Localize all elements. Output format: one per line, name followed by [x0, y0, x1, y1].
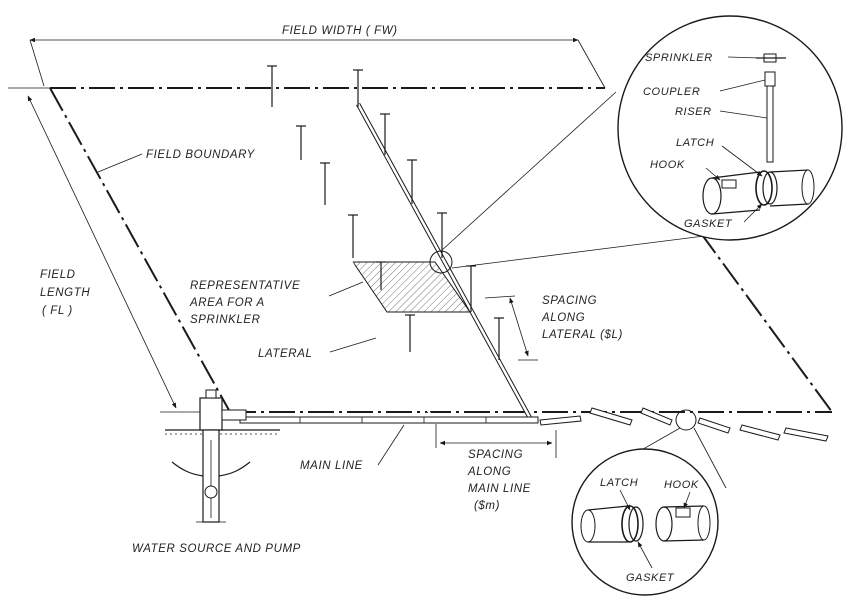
- svg-text:($m): ($m): [474, 500, 500, 512]
- riser: [376, 261, 386, 290]
- sprinkler-risers-lateral-1: [267, 65, 415, 352]
- field-length-label: FIELD LENGTH ( FL ): [40, 269, 90, 317]
- lateral-label: LATERAL: [258, 348, 312, 360]
- riser: [296, 125, 306, 160]
- svg-text:ALONG: ALONG: [541, 312, 585, 324]
- riser: [407, 159, 417, 204]
- detail-bottom-hook-label: HOOK: [664, 479, 699, 491]
- svg-text:ALONG: ALONG: [467, 466, 511, 478]
- svg-text:LATERAL ($L): LATERAL ($L): [542, 329, 623, 341]
- main-line-pipe: [239, 416, 539, 424]
- label-leaders: [97, 153, 405, 466]
- svg-text:LENGTH: LENGTH: [40, 287, 90, 299]
- representative-area-label: REPRESENTATIVE AREA FOR A SPRINKLER: [189, 280, 300, 326]
- detail-latch-label: LATCH: [676, 137, 714, 149]
- coupler-detail-bottom: [571, 448, 719, 596]
- svg-text:REPRESENTATIVE: REPRESENTATIVE: [190, 280, 300, 292]
- lateral-pipe-2: [356, 102, 532, 420]
- field-boundary-label: FIELD BOUNDARY: [146, 149, 256, 161]
- coupler-pipe: [702, 169, 815, 215]
- field-width-dimension: [29, 37, 606, 89]
- detail-leaders-top: [429, 91, 721, 274]
- riser: [494, 317, 504, 360]
- lateral-pipe-1: [268, 103, 434, 419]
- spacing-lateral-dimension: [484, 295, 538, 361]
- detail-sprinkler-label: SPRINKLER: [645, 52, 713, 64]
- riser: [405, 314, 415, 352]
- detail-hook-label: HOOK: [650, 159, 685, 171]
- riser: [348, 214, 358, 258]
- svg-text:SPACING: SPACING: [468, 449, 523, 461]
- riser: [267, 65, 277, 107]
- svg-text:AREA FOR A: AREA FOR A: [189, 297, 265, 309]
- spacing-main-dimension: [435, 424, 557, 458]
- detail-coupler-label: COUPLER: [643, 86, 700, 98]
- field-length-dimension: [8, 87, 210, 413]
- svg-text:MAIN LINE: MAIN LINE: [468, 483, 531, 495]
- detail-bottom-latch-label: LATCH: [600, 477, 638, 489]
- detail-gasket-label: GASKET: [684, 218, 733, 230]
- water-source-label: WATER SOURCE AND PUMP: [132, 543, 301, 555]
- pipe-sections: [539, 407, 829, 442]
- svg-text:SPRINKLER: SPRINKLER: [190, 314, 261, 326]
- riser: [380, 113, 390, 155]
- svg-text:SPACING: SPACING: [542, 295, 597, 307]
- riser: [353, 69, 363, 107]
- coupler-detail-top: [617, 15, 843, 241]
- sprinkler-risers-lateral-2: [353, 69, 504, 360]
- spacing-main-label: SPACING ALONG MAIN LINE ($m): [467, 449, 531, 512]
- svg-text:FIELD: FIELD: [40, 269, 76, 281]
- detail-riser-label: RISER: [675, 106, 712, 118]
- riser: [320, 162, 330, 205]
- detail-bottom-gasket-label: GASKET: [626, 572, 675, 584]
- svg-text:( FL ): ( FL ): [42, 305, 73, 317]
- spacing-lateral-label: SPACING ALONG LATERAL ($L): [541, 295, 623, 341]
- field-width-label: FIELD WIDTH ( FW): [282, 25, 398, 37]
- representative-area: [352, 261, 471, 313]
- main-line-label: MAIN LINE: [300, 460, 363, 472]
- water-source-pump: [165, 389, 280, 523]
